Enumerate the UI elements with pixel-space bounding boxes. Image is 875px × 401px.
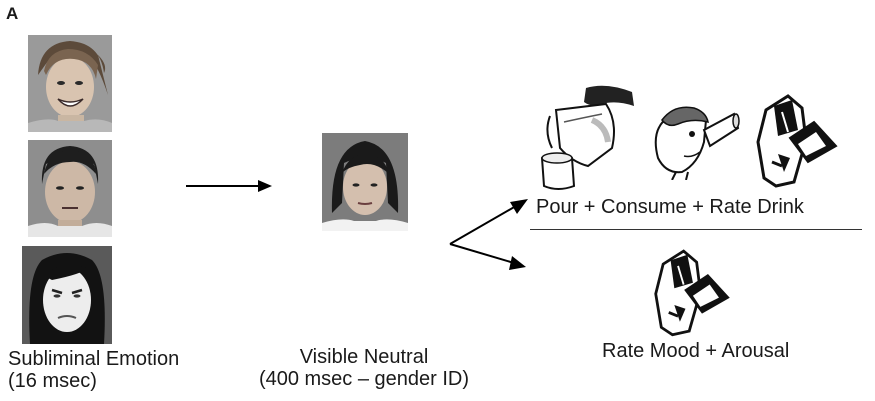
outcome-divider bbox=[530, 229, 862, 230]
happy-face-photo bbox=[28, 35, 112, 132]
visible-caption: Visible Neutral (400 msec – gender ID) bbox=[234, 346, 494, 390]
person-drinking-icon bbox=[648, 98, 740, 180]
drink-outcome-label: Pour + Consume + Rate Drink bbox=[536, 196, 804, 218]
pencil-rating-icon bbox=[754, 92, 840, 188]
pencil-rating-icon bbox=[652, 246, 732, 338]
visible-neutral-face-photo bbox=[322, 133, 408, 231]
panel-label: A bbox=[6, 4, 19, 23]
mood-outcome-label: Rate Mood + Arousal bbox=[602, 340, 790, 362]
subliminal-caption: Subliminal Emotion (16 msec) bbox=[8, 348, 179, 392]
arrow-to-visible bbox=[186, 180, 272, 192]
branch-arrows bbox=[449, 199, 528, 270]
visible-title: Visible Neutral bbox=[299, 346, 429, 368]
neutral-face-photo bbox=[28, 140, 112, 237]
visible-duration: (400 msec – gender ID) bbox=[258, 368, 470, 390]
subliminal-duration: (16 msec) bbox=[8, 370, 97, 392]
angry-face-photo bbox=[22, 246, 112, 344]
subliminal-title: Subliminal Emotion bbox=[8, 348, 180, 370]
pitcher-pour-icon bbox=[536, 82, 641, 192]
